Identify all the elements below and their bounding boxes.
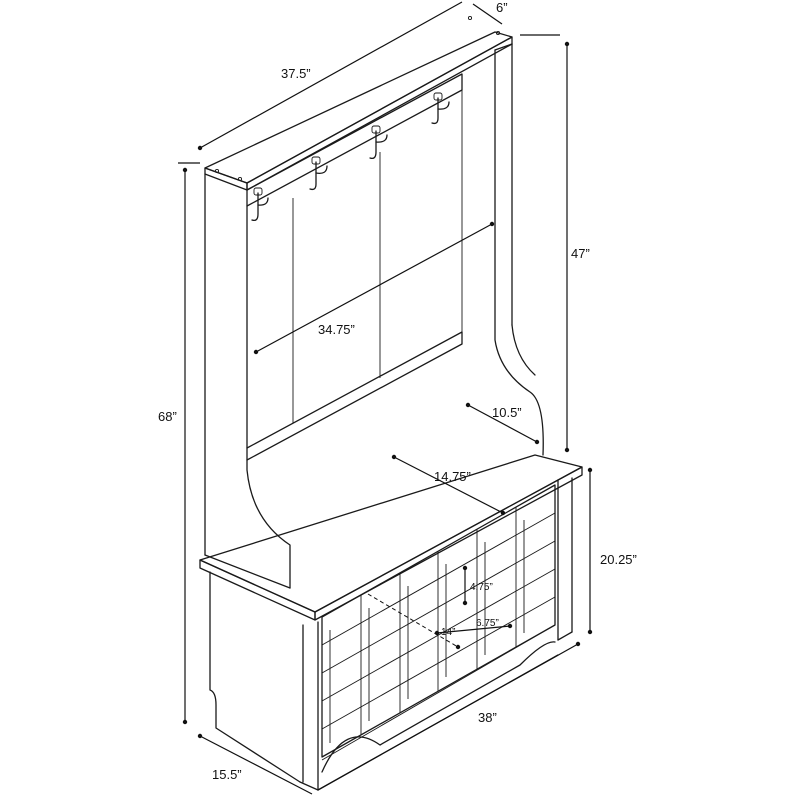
label-cubby-depth: 14”	[441, 627, 455, 638]
back-panels	[246, 73, 463, 461]
label-total-height: 68”	[158, 409, 177, 424]
label-inner-width: 34.75”	[318, 322, 355, 337]
coat-hooks	[251, 92, 450, 222]
label-cubby-width: 6.75”	[476, 618, 499, 629]
label-bottom-width: 38”	[478, 710, 497, 725]
cubby-grid	[321, 484, 556, 758]
label-bench-height: 20.25”	[600, 552, 637, 567]
hook-icon	[369, 125, 388, 160]
label-cubby-height: 4.75”	[470, 582, 493, 593]
label-top-depth: 6”	[496, 0, 508, 15]
hook-icon	[251, 187, 269, 222]
label-upper-height: 47”	[571, 246, 590, 261]
top-shelf	[204, 15, 513, 191]
label-seat-depth: 14.75”	[434, 469, 471, 484]
right-side-panel	[494, 43, 544, 456]
hook-icon	[309, 156, 328, 191]
left-side-panel	[204, 173, 291, 589]
label-bottom-depth: 15.5”	[212, 767, 242, 782]
dimension-labels: 37.5” 6” 47” 68” 34.75” 10.5” 14.75” 20.…	[158, 0, 637, 782]
bench-seat	[199, 454, 583, 621]
hook-icon	[431, 92, 450, 125]
label-top-width: 37.5”	[281, 66, 311, 81]
dimension-lines	[178, 1, 593, 795]
label-side-depth: 10.5”	[492, 405, 522, 420]
